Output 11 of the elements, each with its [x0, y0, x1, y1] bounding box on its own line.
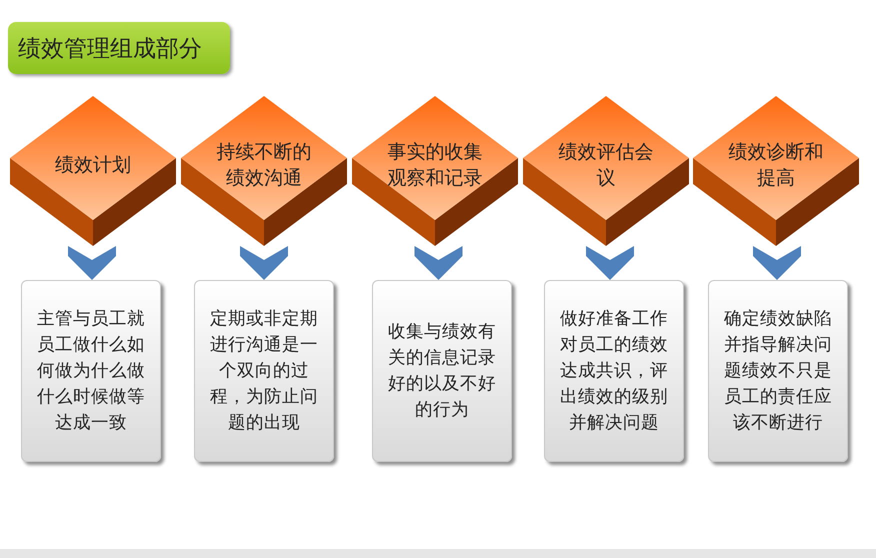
chevron-arrow — [753, 246, 801, 280]
chevron-arrow — [414, 246, 462, 280]
text-card: 做好准备工作对员工的绩效达成共识，评出绩效的级别并解决问题 — [544, 280, 684, 462]
chevron-arrow — [68, 246, 116, 280]
text-card: 收集与绩效有关的信息记录好的以及不好的行为 — [372, 280, 512, 462]
chevron-arrow — [240, 246, 288, 280]
text-card: 确定绩效缺陷并指导解决问题绩效不只是员工的责任应该不断进行 — [708, 280, 848, 462]
title-banner: 绩效管理组成部分 — [8, 22, 230, 74]
text-card: 定期或非定期进行沟通是一个双向的过程，为防止问题的出现 — [194, 280, 334, 462]
chevron-arrow — [586, 246, 634, 280]
text-card: 主管与员工就员工做什么如何做为什么做什么时候做等达成一致 — [21, 280, 161, 462]
